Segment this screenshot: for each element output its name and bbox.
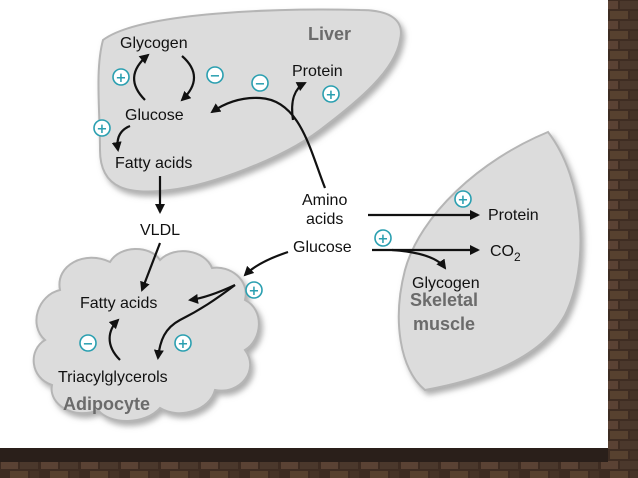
arrow-glucose-to-glycogen xyxy=(133,53,150,101)
svg-text:+: + xyxy=(97,122,108,137)
sign-plus-adipocyte: + xyxy=(174,334,192,352)
svg-text:−: − xyxy=(210,69,221,84)
arrow-amino-acids-to-glucose-liver xyxy=(210,96,327,189)
adipocyte-triacylglycerols: Triacylglycerols xyxy=(58,369,168,386)
middle-glucose: Glucose xyxy=(293,239,352,256)
adipocyte-label: Adipocyte xyxy=(63,394,150,414)
liver-shape xyxy=(97,8,402,193)
sign-minus-liver-glycogen: − xyxy=(206,66,224,84)
arrow-glucose-to-adipocyte xyxy=(243,250,289,277)
liver-glucose: Glucose xyxy=(125,107,184,124)
brick-border-right xyxy=(608,0,638,478)
liver-protein: Protein xyxy=(292,63,343,80)
liver-glycogen: Glycogen xyxy=(120,35,188,52)
muscle-protein: Protein xyxy=(488,207,539,224)
arrow-amino-acids-to-protein-liver xyxy=(291,82,307,121)
skeletal-muscle-label-line2: muscle xyxy=(413,314,475,334)
sign-minus-adipocyte: − xyxy=(79,334,97,352)
svg-text:+: + xyxy=(178,337,189,352)
svg-text:−: − xyxy=(83,337,94,352)
sign-plus-adipocyte-glucose: + xyxy=(245,281,263,299)
sign-plus-muscle-glucose: + xyxy=(374,229,392,247)
muscle-glycogen: Glycogen xyxy=(412,275,480,292)
sign-plus-liver-fatty-acids: + xyxy=(93,119,111,137)
arrow-glycogen-to-glucose xyxy=(180,55,196,102)
skeletal-muscle-label-line1: Skeletal xyxy=(410,290,478,310)
arrow-to-fatty-acids-adipocyte xyxy=(188,284,236,304)
amino-acids-line1: Amino xyxy=(302,192,347,209)
svg-text:+: + xyxy=(249,284,260,299)
co2-subscript: 2 xyxy=(514,250,521,264)
skeletal-muscle-shape xyxy=(397,130,582,392)
adipocyte-shape xyxy=(32,248,260,422)
vldl-label: VLDL xyxy=(140,222,180,239)
svg-text:+: + xyxy=(116,71,127,86)
svg-text:−: − xyxy=(255,77,266,92)
sign-minus-liver-glucose: − xyxy=(251,74,269,92)
arrow-fa-to-tag xyxy=(153,284,236,360)
brick-border-bottom xyxy=(0,462,638,478)
sign-plus-muscle-protein: + xyxy=(454,190,472,208)
liver-fatty-acids: Fatty acids xyxy=(115,155,192,172)
svg-text:+: + xyxy=(326,88,337,103)
sign-plus-liver-protein: + xyxy=(322,85,340,103)
muscle-co2: CO2 xyxy=(490,243,521,264)
arrow-vldl-to-adipocyte xyxy=(140,242,162,292)
adipocyte-fatty-acids: Fatty acids xyxy=(80,295,157,312)
arrow-tag-to-fa xyxy=(108,318,121,361)
arrow-glucose-to-muscle-glycogen xyxy=(391,248,447,270)
amino-acids-line2: acids xyxy=(306,211,343,228)
sign-plus-liver-glycogen: + xyxy=(112,68,130,86)
arrow-glucose-to-fatty-acids xyxy=(111,124,131,152)
svg-text:+: + xyxy=(378,232,389,247)
dark-strip-bottom xyxy=(0,448,608,462)
liver-label: Liver xyxy=(308,24,351,44)
svg-text:+: + xyxy=(458,193,469,208)
